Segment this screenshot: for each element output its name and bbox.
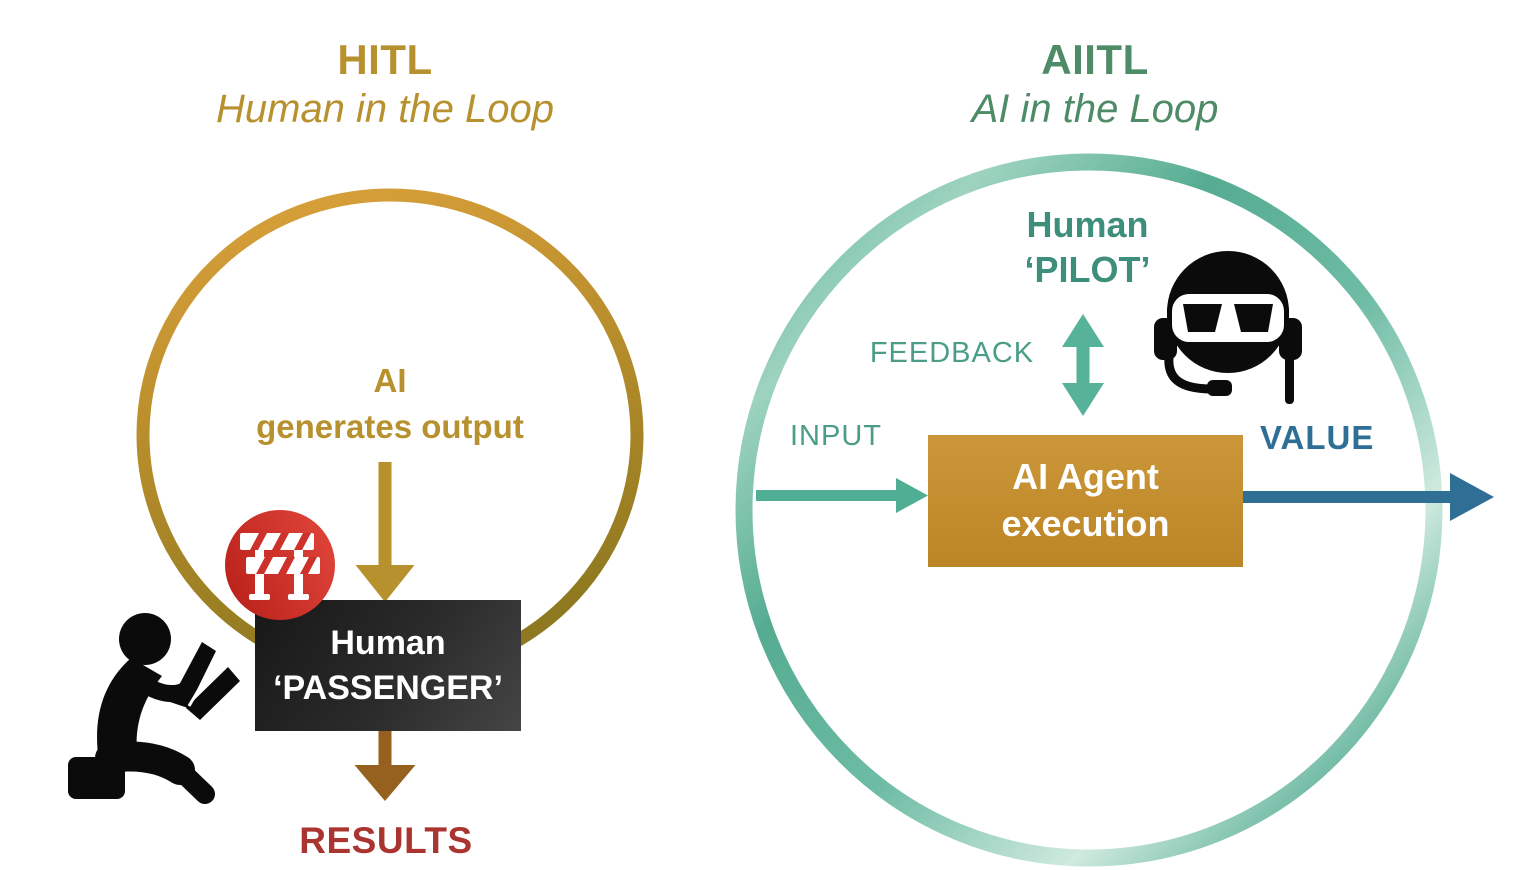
input-label: INPUT <box>790 420 882 452</box>
pilot-line1: Human <box>1026 204 1149 245</box>
results-label: RESULTS <box>299 820 473 861</box>
hitl-title: HITL <box>337 36 433 83</box>
passenger-line1: Human <box>330 623 446 662</box>
human-pilot-label: Human ‘PILOT’ <box>940 202 1235 292</box>
results-arrow <box>354 731 416 801</box>
feedback-arrow <box>1062 314 1104 416</box>
person-reading-icon <box>68 613 240 804</box>
passenger-line2: ‘PASSENGER’ <box>273 668 503 707</box>
ai-agent-execution-box: AI Agent execution <box>928 435 1243 567</box>
pilot-line2: ‘PILOT’ <box>1024 249 1151 290</box>
hitl-subtitle: Human in the Loop <box>215 87 554 132</box>
agent-line2: execution <box>1001 503 1170 544</box>
value-arrow <box>1243 473 1494 521</box>
agent-line1: AI Agent <box>1012 456 1159 498</box>
ai-output-arrow <box>355 462 415 602</box>
hitl-header: HITL Human in the Loop <box>105 36 665 132</box>
ai-label-line1: AI <box>373 362 407 399</box>
barrier-badge <box>225 510 335 620</box>
ai-label-line2: generates output <box>256 408 524 446</box>
aiitl-subtitle: AI in the Loop <box>971 87 1219 132</box>
human-passenger-box: Human ‘PASSENGER’ <box>255 600 521 731</box>
construction-barrier-icon <box>240 533 320 600</box>
pilot-helmet-icon <box>1154 251 1302 404</box>
input-arrow <box>756 478 928 513</box>
value-label: VALUE <box>1260 419 1375 456</box>
aiitl-loop-ring <box>735 153 1443 867</box>
feedback-label: FEEDBACK <box>869 337 1035 369</box>
ai-generates-output-label: AI generates output <box>190 358 590 450</box>
aiitl-header: AIITL AI in the Loop <box>825 36 1365 132</box>
aiitl-title: AIITL <box>1041 36 1149 83</box>
